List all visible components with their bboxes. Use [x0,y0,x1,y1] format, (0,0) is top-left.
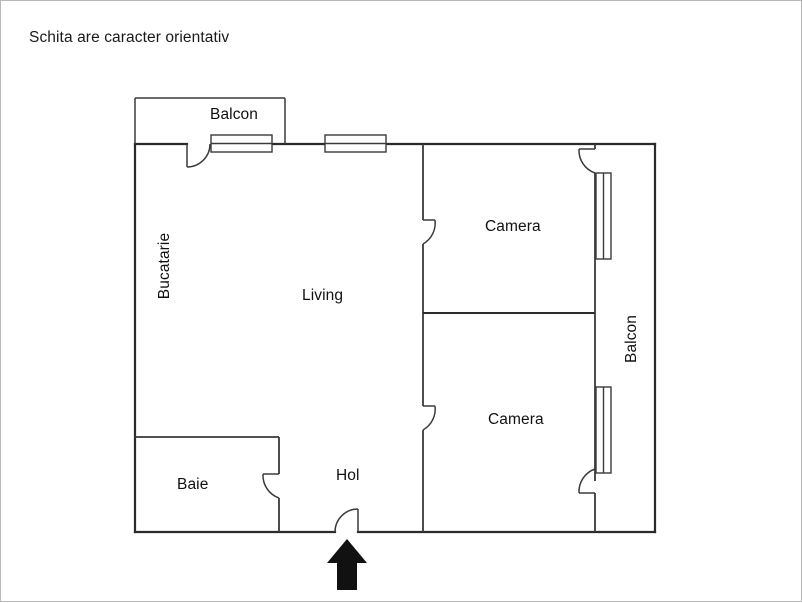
room-label-balcon-right: Balcon [623,315,640,363]
room-label-camera-top: Camera [485,218,541,235]
baie-door [262,473,280,499]
camera-bottom-door [422,405,436,431]
room-label-bucatarie: Bucatarie [156,232,173,300]
baie-door-swing-arc [262,473,280,499]
room-label-hol: Hol [336,467,360,484]
camera-bottom-right-window [595,386,612,474]
camera-top-right-window [595,172,612,260]
camera-bottom-door-swing-arc [422,405,436,431]
entry-door-swing-arc [334,508,359,533]
entry-door [334,508,359,533]
page-title: Schita are caracter orientativ [29,29,230,46]
balcony-right-lower-door [578,468,596,494]
room-label-living: Living [302,287,344,304]
balcony-right-upper-swing-arc [578,148,596,174]
balcony-right-upper-door [578,148,596,174]
baie-walls [135,436,280,532]
balcony-top-outline [134,97,286,144]
balcony-top-window [210,134,273,153]
living-top-window [324,134,387,153]
camera-top-door-swing-arc [422,219,436,245]
balcony-right-lower-swing-arc [578,468,596,494]
entrance-arrow [327,539,367,590]
balcony-door-swing-arc [186,143,211,168]
room-label-camera-bottom: Camera [488,411,544,428]
room-label-baie: Baie [177,476,209,493]
room-label-balcon-top: Balcon [210,106,258,123]
camera-top-door [422,219,436,245]
outer-walls [133,142,657,534]
balcony-top-door [186,143,211,168]
